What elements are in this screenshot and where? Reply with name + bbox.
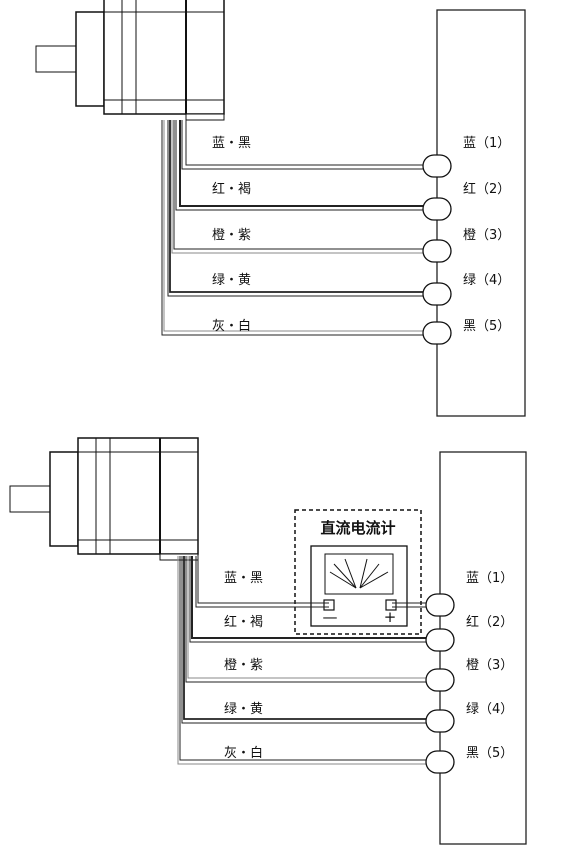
terminal [422,154,452,178]
ammeter-title: 直流电流计 [320,519,395,537]
wire-bundle [177,556,426,765]
terminal-label: 黑（5） [466,746,513,761]
terminal-label: 蓝（1） [466,571,513,586]
stepper-motor-icon [35,0,225,121]
top-diagram: 蓝・黑 红・褐 橙・紫 绿・黄 灰・白 蓝（1） 红（2） 橙（3） 绿（4） … [35,0,526,417]
terminal-group [422,154,452,345]
bottom-diagram: 直流电流计 — + [9,437,527,845]
terminal [422,321,452,345]
wire-label: 橙・紫 [212,228,251,243]
wire-label: 灰・白 [212,318,251,334]
wire-label: 灰・白 [224,745,263,761]
terminal [425,593,455,617]
driver-panel [439,451,527,845]
driver-panel [436,9,526,417]
wire-label: 绿・黄 [212,273,251,288]
terminal [425,709,455,733]
wire-label: 蓝・黑 [212,136,251,151]
terminal [425,750,455,774]
plus-terminal [385,599,397,611]
terminal-label: 绿（4） [463,273,510,288]
minus-sign: — [323,608,338,626]
terminal [425,628,455,652]
minus-terminal [323,599,335,611]
terminal-label: 黑（5） [463,319,510,334]
terminal-label: 橙（3） [466,658,513,673]
terminal [422,239,452,263]
terminal-label: 绿（4） [466,702,513,717]
ammeter-dial [324,553,394,595]
terminal [422,282,452,306]
plus-sign: + [384,608,397,626]
terminal [422,197,452,221]
wire-bundle [161,120,424,336]
terminal [425,668,455,692]
wire-label: 绿・黄 [224,702,263,717]
terminal-label: 蓝（1） [463,136,510,151]
terminal-label: 红（2） [463,181,510,197]
wire-label: 红・褐 [212,181,251,197]
ammeter-scale-icon [329,558,389,589]
stepper-motor-icon [9,437,199,561]
terminal-label: 红（2） [466,614,513,630]
terminal-label: 橙（3） [463,228,510,243]
terminal-group [425,593,455,774]
dc-ammeter: 直流电流计 — + [294,509,422,635]
wire-label: 蓝・黑 [224,571,263,586]
wire-label: 红・褐 [224,614,263,630]
wire-label: 橙・紫 [224,658,263,673]
